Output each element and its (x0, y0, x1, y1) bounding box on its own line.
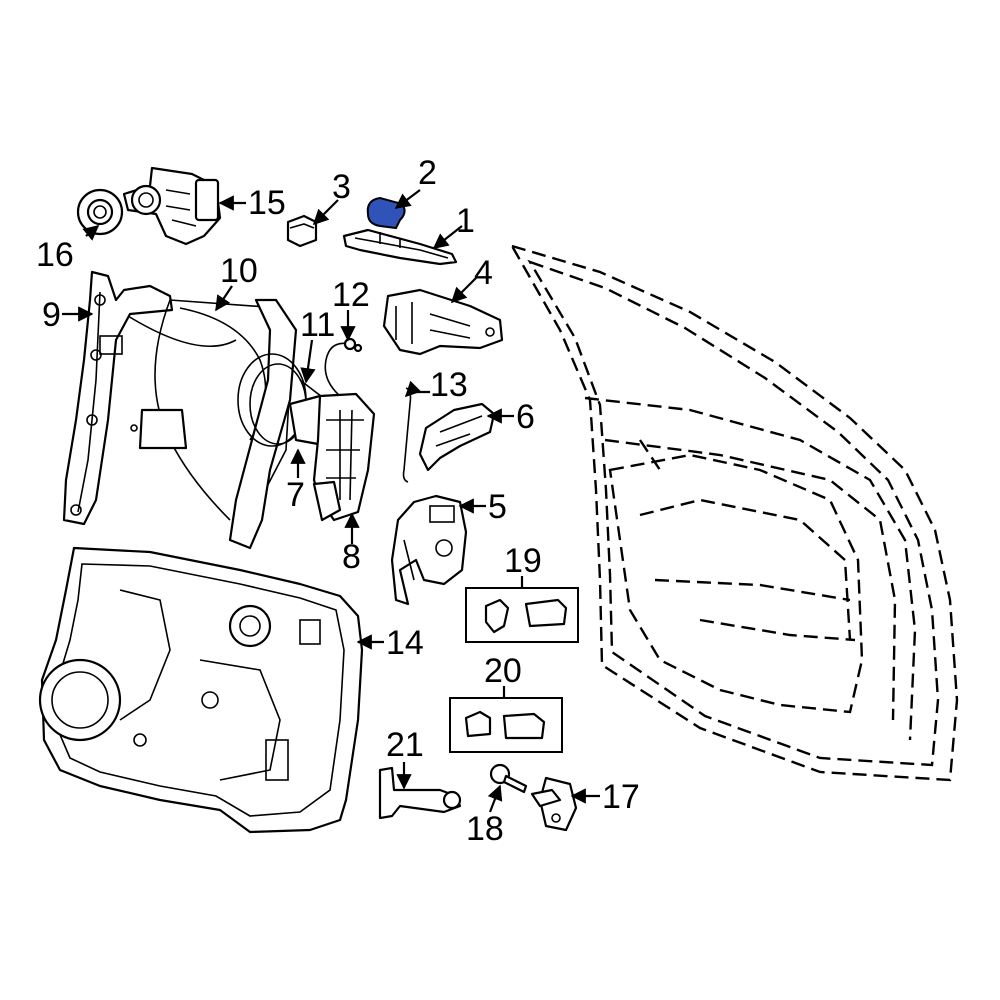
part-4-handle-bracket[interactable] (382, 288, 504, 356)
part-8-latch-actuator[interactable] (312, 392, 376, 522)
callout-15: 15 (248, 184, 286, 222)
callout-16: 16 (36, 236, 74, 274)
part-20-clip-kit-box[interactable] (449, 697, 563, 753)
callout-3: 3 (332, 168, 351, 206)
part-9-regulator-track[interactable] (62, 270, 174, 526)
callout-7: 7 (286, 476, 305, 514)
leader-lines (62, 189, 600, 813)
callout-18: 18 (466, 810, 504, 848)
callout-5: 5 (488, 488, 507, 526)
door-shell-outline (509, 244, 959, 782)
callout-1: 1 (456, 202, 475, 240)
part-15-lock-cylinder[interactable] (122, 166, 222, 246)
callout-4: 4 (474, 254, 493, 292)
part-16-grommet[interactable] (76, 188, 124, 236)
part-10-regulator-assembly[interactable] (127, 298, 298, 550)
callout-12: 12 (332, 276, 370, 314)
callout-10: 10 (220, 252, 258, 290)
part-5-door-latch[interactable] (390, 494, 468, 606)
part-17-striker[interactable] (530, 776, 578, 832)
part-13-link-rod[interactable] (402, 387, 412, 483)
callout-9: 9 (42, 296, 61, 334)
callout-6: 6 (516, 398, 535, 436)
callout-2: 2 (418, 154, 437, 192)
callout-17: 17 (602, 778, 640, 816)
callout-11: 11 (300, 306, 335, 344)
callout-21: 21 (386, 726, 424, 764)
part-6-inside-handle[interactable] (418, 402, 496, 472)
callout-14: 14 (386, 624, 424, 662)
part-18-bolt[interactable] (489, 763, 528, 794)
part-2-handle-cap[interactable] (366, 196, 406, 230)
part-21-check-strap[interactable] (378, 766, 462, 820)
callout-19: 19 (504, 542, 542, 580)
callout-13: 13 (430, 366, 468, 404)
part-3-cylinder-cap[interactable] (286, 214, 318, 248)
callout-20: 20 (484, 652, 522, 690)
part-19-clip-kit-box[interactable] (465, 587, 579, 643)
callout-labels: 1 2 3 4 5 6 7 8 9 10 11 12 13 14 15 16 1… (36, 154, 640, 848)
callout-8: 8 (342, 538, 361, 576)
part-1-outside-handle[interactable] (342, 228, 458, 266)
part-14-module-carrier[interactable] (38, 546, 364, 834)
